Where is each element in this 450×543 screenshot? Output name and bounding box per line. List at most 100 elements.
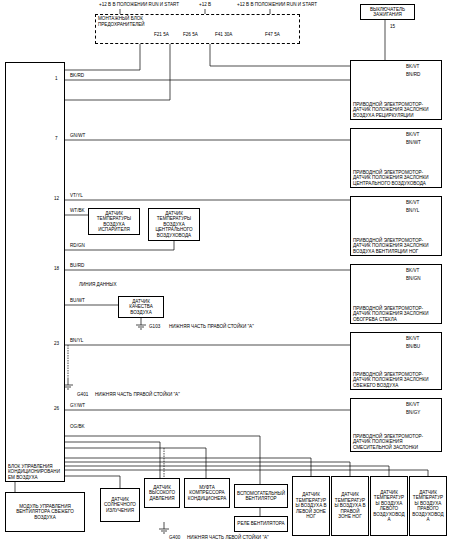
wire [65,436,260,484]
wire [65,241,174,250]
wire [15,482,16,492]
component-box: ДАТЧИК ТЕМПЕРАТУРЫ ВОЗДУХА ЦЕНТРАЛЬНОГО … [148,208,200,241]
component-label: ДАТЧИК КАЧЕСТВА ВОЗДУХА [121,299,161,316]
component-label: ДАТЧИК ТЕМПЕРАТУРЫ ВОЗДУХА ЦЕНТРАЛЬНОГО … [151,211,197,239]
wire [65,466,389,476]
component-box: ПРИВОДНОЙ ЭЛЕКТРОМОТОР-ДАТЧИК ПОЛОЖЕНИЯ … [350,398,442,452]
wire [65,448,206,478]
component-label: ДАТЧИК ТЕМПЕРАТУРЫ ВОЗДУХА В ЛЕВОЙ ЗОНЕ … [295,492,327,520]
wire-label: BK/VT [405,200,420,206]
wire-label: RD/GN [69,243,86,249]
component-label: МУФТА КОМПРЕССОРА КОНДИЦИОНЕРА [187,485,227,502]
wire-label: BK/RD [69,73,85,79]
component-box: ДАТЧИК ТЕМПЕРАТУРЫ ВОЗДУХА В ПРАВОЙ ЗОНЕ… [331,476,369,536]
component-label: ПРИВОДНОЙ ЭЛЕКТРОМОТОР-ДАТЧИК ПОЛОЖЕНИЯ … [353,170,439,187]
wire-label: BN/GY [405,410,421,416]
pin-number: 26 [53,406,60,412]
wire-label: BU/WT [69,298,86,304]
component-label: ПРИВОДНОЙ ЭЛЕКТРОМОТОР-ДАТЧИК ПОЛОЖЕНИЯ … [353,434,439,451]
pin-number: 15 [389,24,396,30]
wire [65,410,350,411]
component-label: ВСПОМОГАТЕЛЬНЫЙ ВЕНТИЛЯТОР [237,491,285,502]
wire [210,44,350,66]
wire [65,44,170,100]
component-box: МОДУЛЬ УПРАВЛЕНИЯ ВЕНТИЛЯТОРА СВЕЖЕГО ВО… [5,492,85,532]
component-label: ПРИВОДНОЙ ЭЛЕКТРОМОТОР-ДАТЧИК ПОЛОЖЕНИЯ … [353,102,439,119]
component-label: ПРИВОДНОЙ ЭЛЕКТРОМОТОР-ДАТЧИК ПОЛОЖЕНИЯ … [353,238,439,255]
wire-label: G400 [168,535,181,541]
wire-label: BN/YL [405,208,420,214]
component-label: ДАТЧИК ТЕМПЕРАТУРЫ ВОЗДУХА ЛЕВОГО ВОЗДУХ… [373,490,405,523]
wire-label: BK/VT [405,64,420,70]
component-label: ДАТЧИК ВЫСОКОГО ДАВЛЕНИЯ [147,485,177,502]
wire-label: BU/RD [69,263,85,269]
pin-number: 23 [53,341,60,347]
component-box: ДАТЧИК ТЕМПЕРАТУРЫ ВОЗДУХА ЛЕВОГО ВОЗДУХ… [370,476,408,536]
component-box: ПРИВОДНОЙ ЭЛЕКТРОМОТОР-ДАТЧИК ПОЛОЖЕНИЯ … [350,60,442,120]
wire-label: +12 В В ПОЛОЖЕНИИ RUN И START [98,2,180,8]
component-box: ДАТЧИК ВЫСОКОГО ДАВЛЕНИЯ [144,478,180,508]
wire [260,508,261,516]
component-label: БЛОК УПРАВЛЕНИЯ КОНДИЦИОНИРОВАНИЕМ ВОЗДУ… [8,464,62,481]
wire [65,442,160,478]
pin-number: 18 [53,266,60,272]
wire-label: OG/BK [69,424,86,430]
component-label: МОНТАЖНЫЙ БЛОК ПРЕДОХРАНИТЕЛЕЙ [98,16,152,27]
component-label: МОДУЛЬ УПРАВЛЕНИЯ ВЕНТИЛЯТОРА СВЕЖЕГО ВО… [8,504,82,521]
component-box: ПРИВОДНОЙ ЭЛЕКТРОМОТОР-ДАТЧИК ПОЛОЖЕНИЯ … [350,264,442,324]
component-box: БЛОК УПРАВЛЕНИЯ КОНДИЦИОНИРОВАНИЕМ ВОЗДУ… [5,62,65,482]
component-box: ДАТЧИК ТЕМПЕРАТУРЫ ВОЗДУХА В ЛЕВОЙ ЗОНЕ … [292,476,330,536]
wire [385,20,386,60]
wire-label: WT/BK [69,208,86,214]
wire-label: G401 [76,392,89,398]
wire [65,270,350,271]
component-label: ПРИВОДНОЙ ЭЛЕКТРОМОТОР-ДАТЧИК ПОЛОЖЕНИЯ … [353,372,439,389]
component-box: ДАТЧИК КАЧЕСТВА ВОЗДУХА [118,296,164,318]
component-box: ДАТЧИК ТЕМПЕРАТУРЫ ВОЗДУХА ПРАВОГО ВОЗДУ… [409,476,447,536]
wire [65,200,350,201]
pin-number: 7 [54,136,59,142]
component-box: ПРИВОДНОЙ ЭЛЕКТРОМОТОР-ДАТЧИК ПОЛОЖЕНИЯ … [350,196,442,256]
component-box: РЕЛЕ ВЕНТИЛЯТОРА [234,516,288,532]
component-label: ПРИВОДНОЙ ЭЛЕКТРОМОТОР-ДАТЧИК ПОЛОЖЕНИЯ … [353,306,439,323]
component-box: ДАТЧИК СОЛНЕЧНОГО ИЗЛУЧЕНИЯ [100,488,140,522]
wire-label: F41 30A [214,32,233,38]
wire-label: НИЖНЯЯ ЧАСТЬ ЛЕВОЙ СТОЙКИ "А" [186,535,270,541]
wire-label: BN/RD [405,72,421,78]
wire-label: GN/WT [69,133,86,139]
component-box: ПРИВОДНОЙ ЭЛЕКТРОМОТОР-ДАТЧИК ПОЛОЖЕНИЯ … [350,128,442,188]
component-box: ДАТЧИК ТЕМПЕРАТУРЫ ВОЗДУХА ИСПАРИТЕЛЯ [88,208,140,235]
wire-label: НИЖНЯЯ ЧАСТЬ ПРАВОЙ СТОЙКИ "А" [168,324,255,330]
component-box: МУФТА КОМПРЕССОРА КОНДИЦИОНЕРА [184,478,230,508]
wire-label: BN/YL [69,338,84,344]
wire [65,80,350,81]
wire-label: НИЖНЯЯ ЧАСТЬ ПРАВОЙ СТОЙКИ "А" [94,392,181,398]
pin-number: 12 [53,196,60,202]
wire-label: +12 В [198,2,212,8]
wire [65,44,140,70]
wire-label: VT/YL [69,193,84,199]
wire [65,458,311,476]
component-label: ДАТЧИК ТЕМПЕРАТУРЫ ВОЗДУХА ИСПАРИТЕЛЯ [91,211,137,233]
component-label: ДАТЧИК СОЛНЕЧНОГО ИЗЛУЧЕНИЯ [103,497,137,514]
component-label: ВЫКЛЮЧАТЕЛЬ ЗАЖИГАНИЯ [363,7,412,18]
wire-label: BK/VT [405,268,420,274]
component-box: ВЫКЛЮЧАТЕЛЬ ЗАЖИГАНИЯ [360,4,415,20]
wire [65,140,350,141]
pin-number: 1 [54,76,59,82]
fuse-box: МОНТАЖНЫЙ БЛОК ПРЕДОХРАНИТЕЛЕЙ [95,14,300,44]
component-label: ДАТЧИК ТЕМПЕРАТУРЫ ВОЗДУХА ПРАВОГО ВОЗДУ… [412,490,444,523]
wire-label: GY/WT [69,403,86,409]
wire-label: BK/VT [405,132,420,138]
wire-label: F26 5A [182,32,199,38]
wire-label: +12 В В ПОЛОЖЕНИИ RUN И START [236,2,318,8]
wire-label: BN/WT [405,140,422,146]
wire-label: G103 [148,324,161,330]
wire [65,462,350,476]
wire [65,345,350,346]
wire [65,305,118,306]
component-box: ПРИВОДНОЙ ЭЛЕКТРОМОТОР-ДАТЧИК ПОЛОЖЕНИЯ … [350,332,442,390]
wire-label: F47 5A [264,32,281,38]
wire-label: BK/VT [405,336,420,342]
wire-label: BK/VT [405,402,420,408]
